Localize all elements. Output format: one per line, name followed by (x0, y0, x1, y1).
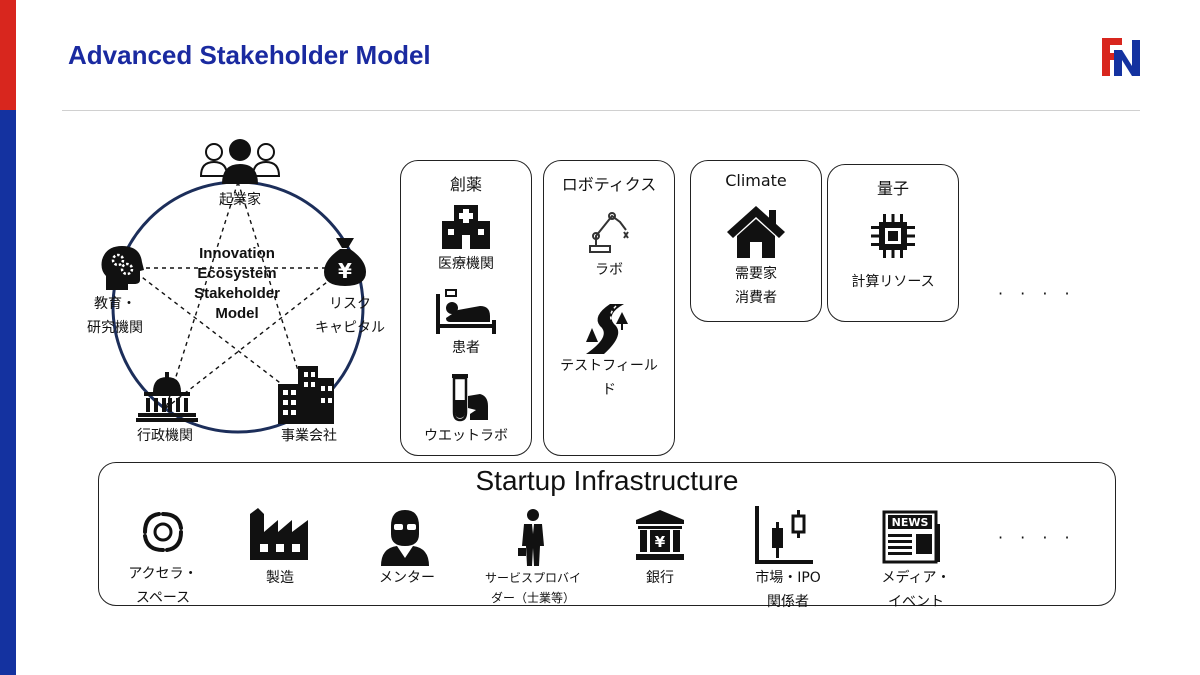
infrastructure-more: · · · · (998, 528, 1076, 547)
node-risk-capital: リスク キャピタル (315, 296, 385, 336)
domain-card-climate: Climate (690, 160, 822, 322)
infra-service-provider: サービスプロバイ ダー（士業等） (484, 571, 581, 605)
mentor-person-icon (381, 510, 429, 566)
svg-text:NEWS: NEWS (892, 516, 929, 529)
capitol-building-icon (136, 372, 198, 422)
robot-arm-icon (589, 212, 629, 253)
item-lab: ラボ (595, 262, 623, 278)
pentagram-lines (129, 181, 346, 409)
head-gears-icon (101, 246, 144, 290)
newspaper-icon: NEWS (882, 510, 940, 564)
candlestick-chart-icon (755, 506, 813, 564)
item-wet-lab: ウエットラボ (424, 428, 508, 444)
svg-text:¥: ¥ (655, 533, 666, 551)
fn-logo (1102, 38, 1140, 76)
house-icon (727, 206, 785, 258)
node-entrepreneur: 起業家 (219, 192, 261, 208)
people-icon (199, 139, 281, 184)
infra-media-events: メディア・ イベント (881, 570, 951, 610)
test-tube-hand-icon (452, 374, 488, 422)
domains-more: · · · · (998, 284, 1076, 303)
item-patient: 患者 (452, 340, 480, 356)
accent-bar-red (0, 0, 16, 110)
accent-bar-blue (0, 110, 16, 675)
businessman-briefcase-icon (518, 509, 544, 566)
cpu-chip-icon (871, 214, 915, 258)
infra-mentor: メンター (379, 570, 435, 586)
bank-yen-icon: ¥ (636, 510, 684, 560)
item-compute-resources: 計算リソース (851, 274, 935, 290)
node-education: 教育・ 研究機関 (87, 296, 143, 336)
infra-bank: 銀行 (646, 570, 674, 586)
header-divider (62, 110, 1140, 111)
node-business: 事業会社 (281, 428, 337, 444)
item-medical-institution: 医療機関 (438, 256, 494, 272)
card-title: 創薬 (449, 175, 482, 194)
infra-accelerator-space: アクセラ・ スペース (128, 566, 198, 606)
hospital-icon (442, 205, 490, 249)
svg-text:¥: ¥ (338, 259, 352, 283)
node-government: 行政機関 (137, 428, 193, 444)
item-test-field: テストフィール ド (560, 358, 658, 398)
card-title: ロボティクス (561, 175, 657, 194)
infra-market-ipo: 市場・IPO 関係者 (755, 570, 821, 610)
card-title: Climate (725, 171, 787, 190)
factory-icon (250, 508, 308, 560)
item-consumer: 需要家 消費者 (735, 266, 777, 306)
model-center-label: Innovation Ecosystem Stakeholder Model (194, 245, 280, 322)
office-buildings-icon (278, 366, 334, 424)
card-title: 量子 (876, 179, 909, 198)
page-title: Advanced Stakeholder Model (68, 40, 431, 70)
winding-road-icon (586, 304, 628, 354)
money-bag-yen-icon: ¥ (324, 238, 366, 286)
infrastructure-title: Startup Infrastructure (475, 465, 739, 496)
patient-bed-icon (436, 289, 496, 334)
infra-manufacturing: 製造 (266, 570, 294, 586)
accelerator-swirl-icon (143, 512, 183, 552)
